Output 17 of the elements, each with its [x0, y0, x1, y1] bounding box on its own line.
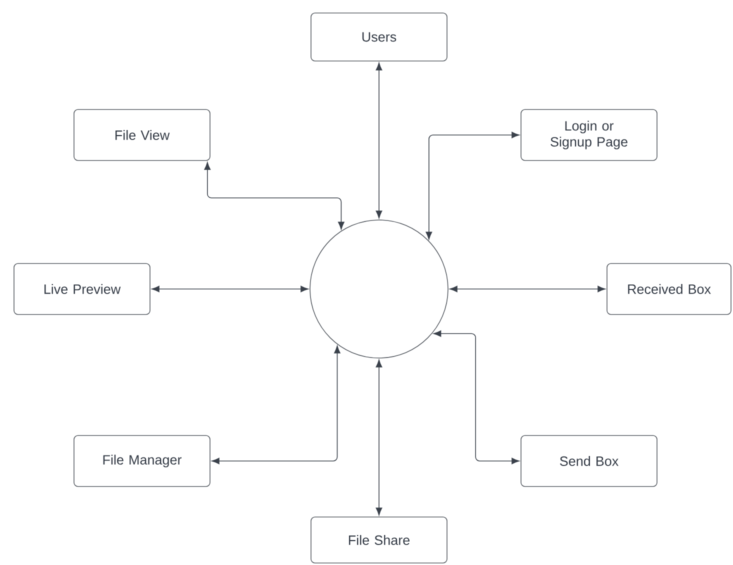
- arrow: [152, 286, 308, 292]
- arrow: [450, 286, 606, 292]
- process-box: File Share: [310, 516, 448, 564]
- process-box: File View: [74, 109, 210, 161]
- process-box: Received Box: [606, 263, 732, 315]
- arrow: [376, 360, 382, 516]
- process-box: Live Preview: [14, 263, 150, 315]
- arrow: [376, 62, 382, 218]
- process-box: File Manager: [74, 435, 210, 487]
- arrow: [212, 346, 340, 464]
- arrow: [433, 330, 520, 464]
- circle-node: [310, 220, 448, 358]
- process-box: Users: [310, 12, 448, 62]
- process-box: Login or Signup Page: [520, 109, 658, 161]
- arrow: [204, 162, 344, 230]
- process-box: Send Box: [520, 435, 658, 487]
- arrow: [426, 132, 520, 240]
